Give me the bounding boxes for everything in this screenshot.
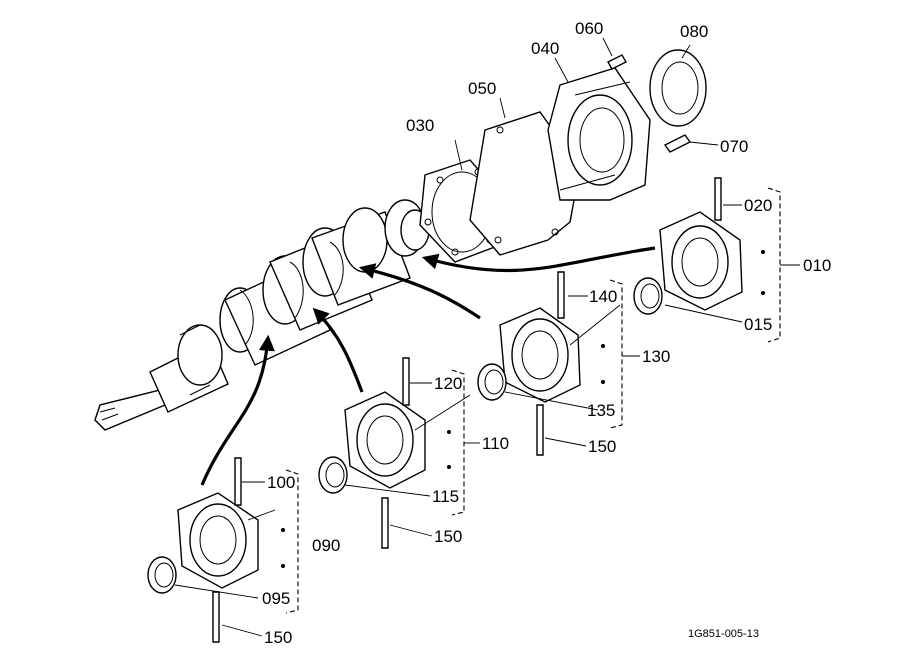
callout-130: 130: [642, 347, 670, 366]
part-150-bolt-a: [536, 404, 544, 456]
reference-dots: [281, 250, 765, 568]
arrow-095-to-crank: [200, 334, 275, 486]
callout-150-a: 150: [588, 437, 616, 456]
part-150-bolt-b: [381, 497, 389, 549]
callout-140: 140: [589, 287, 617, 306]
callout-010: 010: [803, 256, 831, 275]
leader-lines: [174, 37, 743, 637]
part-060-bolt: [607, 54, 627, 70]
callout-110: 110: [482, 434, 509, 453]
callout-150-b: 150: [434, 527, 462, 546]
callout-070: 070: [720, 137, 748, 156]
part-040-housing: [547, 67, 651, 201]
arrow-130-to-crank: [358, 263, 481, 320]
part-070-bolt: [663, 134, 692, 153]
arrow-010-to-crank: [421, 246, 656, 273]
part-095-bearing-case: [177, 457, 259, 589]
callout-120: 120: [434, 374, 462, 393]
callout-080: 080: [680, 22, 708, 41]
part-090-bearing: [147, 556, 177, 594]
part-015-bearing: [633, 277, 663, 315]
callout-115: 115: [432, 487, 459, 506]
callout-095: 095: [262, 589, 290, 608]
group-brackets: [285, 187, 800, 614]
drawing-code: 1G851-005-13: [688, 628, 759, 640]
callout-040: 040: [531, 39, 559, 58]
callout-050: 050: [468, 79, 496, 98]
part-130-bearing-case: [499, 271, 581, 403]
arrow-110-to-crank: [312, 307, 364, 393]
callout-135: 135: [587, 401, 615, 420]
callout-030: 030: [406, 116, 434, 135]
callout-090: 090: [312, 536, 340, 555]
callout-015: 015: [744, 315, 772, 334]
callout-020: 020: [744, 196, 772, 215]
part-010-bearing-case: [659, 177, 743, 311]
callout-100: 100: [267, 473, 295, 492]
crankshaft: [94, 199, 430, 431]
part-135-bearing: [477, 363, 507, 401]
part-150-bolt-c: [212, 591, 220, 643]
callout-060: 060: [575, 19, 603, 38]
part-115-bearing: [318, 456, 348, 494]
part-110-bearing-case: [344, 357, 426, 489]
callout-150-c: 150: [264, 628, 292, 647]
part-080-oil-seal: [649, 49, 707, 127]
